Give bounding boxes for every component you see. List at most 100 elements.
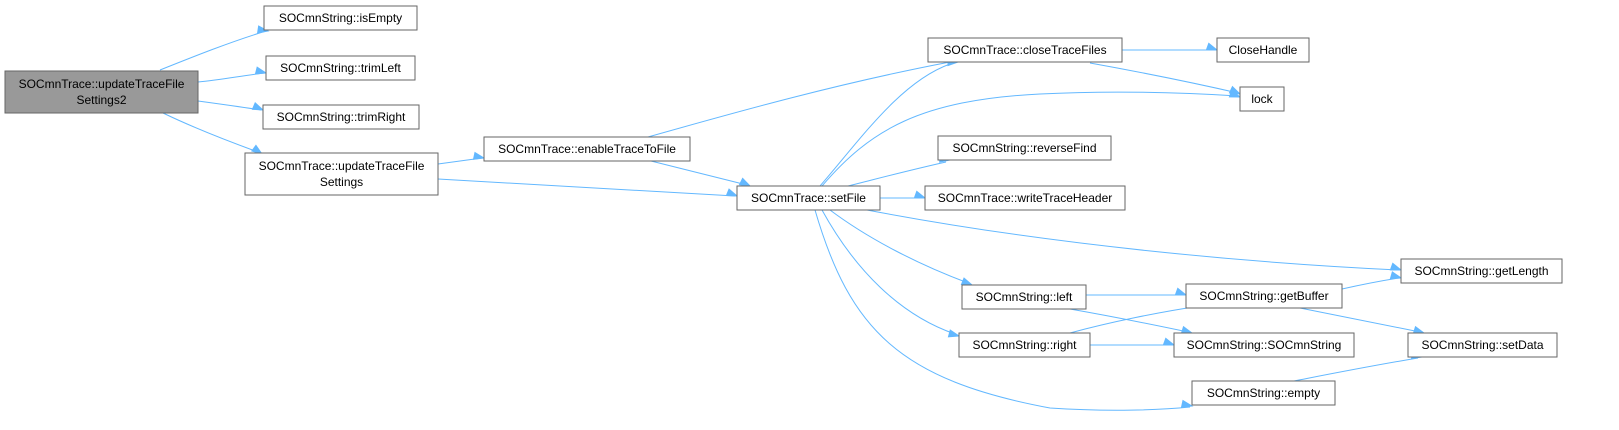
edge-n0-n4	[162, 112, 264, 155]
edge-line	[821, 209, 956, 335]
edge-n14-n12	[1341, 271, 1403, 290]
edge-n6-n15	[821, 209, 961, 338]
edge-n7-n9	[1089, 62, 1242, 95]
edge-n14-n17	[1299, 307, 1426, 334]
graph-node-n17[interactable]: SOCmnString::setData	[1407, 332, 1558, 358]
nodes-layer: SOCmnTrace::updateTraceFileSettings2SOCm…	[4, 5, 1563, 406]
node-box	[262, 104, 420, 130]
edge-line	[1069, 305, 1201, 334]
node-box	[927, 37, 1123, 63]
node-box	[736, 185, 881, 211]
graph-node-n8[interactable]: CloseHandle	[1216, 37, 1310, 63]
node-label: SOCmnString::trimLeft	[280, 61, 401, 75]
edge-arrowhead	[1228, 89, 1242, 98]
edge-n6-n10	[847, 154, 952, 187]
node-label: SOCmnTrace::writeTraceHeader	[938, 191, 1113, 205]
node-box	[265, 55, 416, 81]
node-label: Settings2	[76, 93, 126, 107]
edge-arrowhead	[1389, 262, 1403, 271]
edge-arrowhead	[738, 177, 752, 187]
node-box	[1239, 86, 1285, 112]
edge-n5-n6	[650, 160, 752, 187]
node-label: SOCmnTrace::closeTraceFiles	[943, 43, 1106, 57]
node-label: SOCmnTrace::updateTraceFile	[259, 159, 425, 173]
graph-node-n18[interactable]: SOCmnString::empty	[1191, 380, 1336, 406]
node-label: SOCmnTrace::updateTraceFile	[19, 77, 185, 91]
node-label: SOCmnString::empty	[1207, 386, 1320, 400]
node-box	[263, 5, 418, 31]
graph-node-n3[interactable]: SOCmnString::trimRight	[262, 104, 420, 130]
edge-line	[866, 209, 1400, 271]
edge-arrowhead	[1180, 399, 1194, 408]
graph-node-n10[interactable]: SOCmnString::reverseFind	[937, 135, 1112, 161]
node-label: SOCmnString::isEmpty	[279, 11, 402, 25]
edge-n13-n14	[1086, 287, 1188, 296]
node-label: SOCmnTrace::setFile	[751, 191, 866, 205]
edge-n4-n6	[437, 178, 739, 197]
edge-arrowhead	[1389, 271, 1403, 280]
edge-line	[1293, 357, 1419, 382]
node-box	[1216, 37, 1310, 63]
graph-node-n2[interactable]: SOCmnString::trimLeft	[265, 55, 416, 81]
edge-n0-n2	[197, 66, 268, 83]
edge-arrowhead	[1412, 325, 1426, 334]
edge-line	[159, 30, 267, 71]
node-box	[4, 70, 199, 114]
edge-arrowhead	[725, 188, 739, 197]
graph-node-n6[interactable]: SOCmnTrace::setFile	[736, 185, 881, 211]
edge-n6-n13	[829, 209, 974, 286]
edge-n7-n8	[1122, 42, 1219, 51]
graph-node-n15[interactable]: SOCmnString::right	[958, 332, 1091, 358]
edge-n5-n7	[647, 55, 964, 138]
node-box	[961, 284, 1087, 310]
node-label: SOCmnString::getLength	[1414, 264, 1548, 278]
edge-arrowhead	[254, 66, 268, 75]
edge-arrowhead	[251, 144, 264, 155]
edge-line	[1069, 308, 1189, 333]
node-box	[1191, 380, 1336, 406]
edge-n6-n9	[821, 89, 1242, 187]
node-label: SOCmnString::getBuffer	[1199, 289, 1328, 303]
edge-line	[819, 63, 951, 187]
node-box	[958, 332, 1091, 358]
node-label: SOCmnString::SOCmnString	[1187, 338, 1342, 352]
node-label: SOCmnString::left	[976, 290, 1073, 304]
graph-node-n14[interactable]: SOCmnString::getBuffer	[1185, 283, 1343, 309]
node-label: lock	[1251, 92, 1273, 106]
node-box	[483, 136, 691, 162]
graph-node-n5[interactable]: SOCmnTrace::enableTraceToFile	[483, 136, 691, 162]
edge-arrowhead	[947, 329, 961, 338]
node-box	[1407, 332, 1558, 358]
edge-line	[197, 100, 262, 111]
edge-n4-n5	[437, 151, 486, 165]
node-box	[937, 135, 1112, 161]
edge-line	[814, 209, 1191, 411]
graph-node-n13[interactable]: SOCmnString::left	[961, 284, 1087, 310]
graph-node-n9[interactable]: lock	[1239, 86, 1285, 112]
node-label: SOCmnString::right	[972, 338, 1077, 352]
edge-arrowhead	[1174, 287, 1188, 296]
edge-arrowhead	[472, 151, 486, 160]
edge-n6-n7	[819, 57, 960, 187]
edge-arrowhead	[251, 101, 265, 111]
node-label: CloseHandle	[1229, 43, 1298, 57]
node-label: SOCmnString::trimRight	[277, 110, 406, 124]
node-label: SOCmnTrace::enableTraceToFile	[498, 142, 676, 156]
edge-line	[1341, 277, 1400, 290]
graph-node-n7[interactable]: SOCmnTrace::closeTraceFiles	[927, 37, 1123, 63]
graph-node-n12[interactable]: SOCmnString::getLength	[1400, 258, 1563, 284]
edge-line	[162, 112, 259, 153]
edge-arrowhead	[913, 190, 927, 199]
node-box	[924, 185, 1126, 211]
node-label: Settings	[320, 175, 363, 189]
edge-n6-n18	[814, 209, 1194, 411]
edge-line	[847, 161, 947, 187]
graph-node-n1[interactable]: SOCmnString::isEmpty	[263, 5, 418, 31]
graph-node-n11[interactable]: SOCmnTrace::writeTraceHeader	[924, 185, 1126, 211]
edge-arrowhead	[960, 277, 974, 286]
edge-n0-n3	[197, 100, 265, 111]
edges-layer	[159, 25, 1426, 411]
graph-node-n16[interactable]: SOCmnString::SOCmnString	[1173, 332, 1355, 358]
